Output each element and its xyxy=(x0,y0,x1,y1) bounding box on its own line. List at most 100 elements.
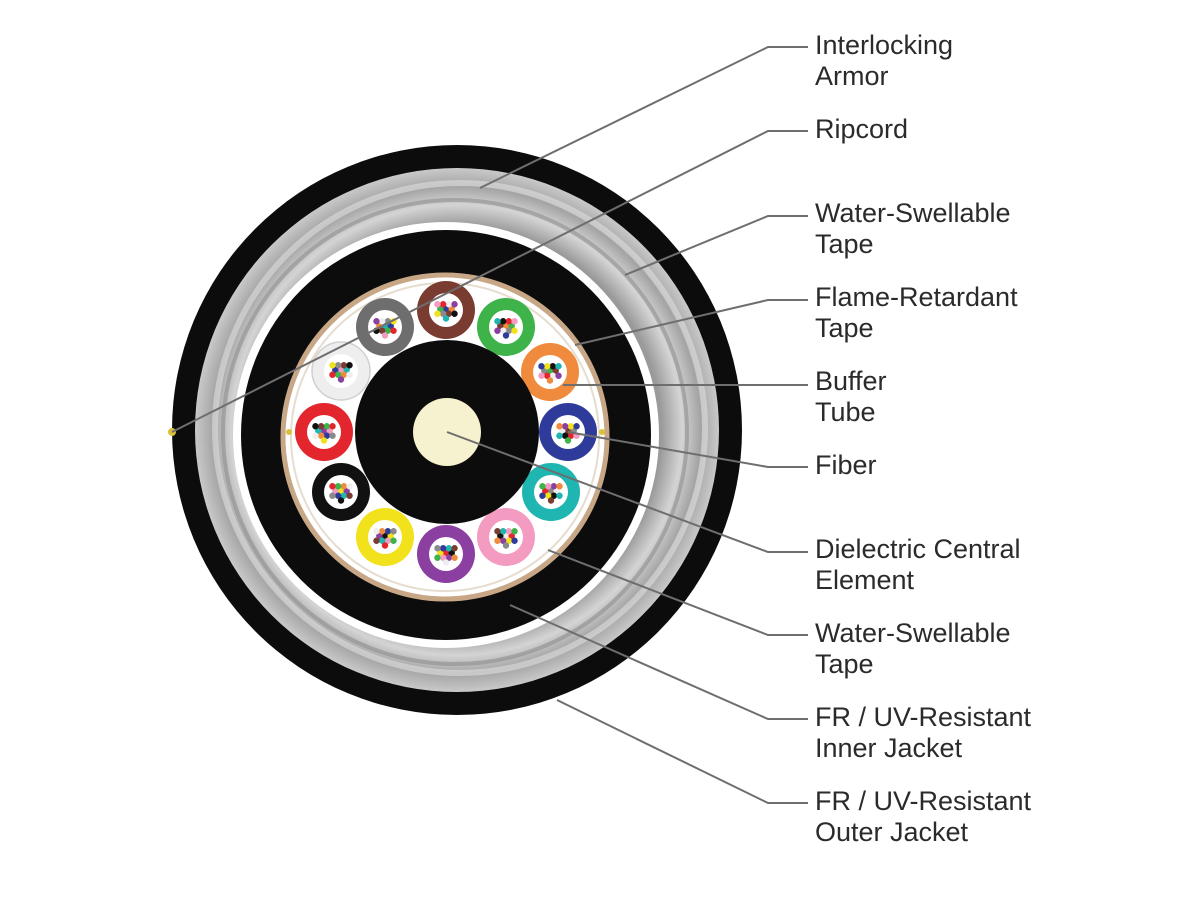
fiber-strand xyxy=(332,487,339,495)
fiber-strand xyxy=(340,371,348,378)
fiber-strand xyxy=(378,537,386,544)
leader-line-armor xyxy=(479,46,808,189)
fiber-strand xyxy=(505,318,513,325)
label-fiber: Fiber xyxy=(815,450,877,480)
buffer-tube-black xyxy=(312,463,370,521)
buffer-tube-green xyxy=(477,298,535,356)
ripcord xyxy=(599,429,605,435)
fiber-strand xyxy=(499,318,507,325)
fiber-strand xyxy=(511,318,518,325)
fiber-strand xyxy=(326,427,333,435)
fiber-strand xyxy=(561,432,569,439)
fiber-strand xyxy=(555,372,562,379)
fiber-strand xyxy=(317,432,325,439)
fiber-strand xyxy=(346,483,353,490)
fiber-strand xyxy=(451,554,458,561)
fiber-strand xyxy=(320,437,328,444)
label-line: Buffer xyxy=(815,366,887,396)
label-line: Armor xyxy=(815,61,889,91)
fiber-strand xyxy=(542,487,549,495)
fiber-strand xyxy=(547,497,555,504)
fiber-strand xyxy=(329,371,336,378)
fiber-strand xyxy=(546,377,554,384)
fiber-strand xyxy=(561,423,569,430)
fiber-strand xyxy=(505,327,513,334)
fiber-strand xyxy=(502,542,510,549)
fiber-strand xyxy=(511,327,518,334)
fiber-strand xyxy=(343,366,350,374)
fiber-strand xyxy=(439,310,447,317)
armor-ridge xyxy=(221,198,689,666)
fiber-strand xyxy=(556,483,563,490)
fiber-strand xyxy=(337,366,345,374)
fiber-strand xyxy=(317,423,325,430)
leader-line-inner-jacket xyxy=(509,604,808,720)
fiber-strand xyxy=(334,371,342,378)
fiber-strand xyxy=(439,301,447,308)
fiber-strand xyxy=(448,549,455,557)
fiber-strand xyxy=(573,423,580,430)
fiber-strand xyxy=(312,432,319,439)
label-line: Interlocking xyxy=(815,30,953,60)
fiber-strand xyxy=(334,492,342,499)
cable-cross-section xyxy=(168,145,742,715)
fiber-strand xyxy=(499,528,507,535)
label-line: FR / UV-Resistant xyxy=(815,702,1032,732)
fiber-strand xyxy=(434,310,441,317)
buffer-tubes-ring xyxy=(295,281,597,583)
fiber-strand xyxy=(553,487,560,495)
fiber-strand xyxy=(564,437,572,444)
label-line: Fiber xyxy=(815,450,877,480)
fiber-strand xyxy=(334,362,342,369)
fiber-strand xyxy=(337,376,345,383)
fiber-strand xyxy=(567,423,575,430)
leader-line-ripcord xyxy=(171,130,808,433)
fiber-strand xyxy=(437,305,444,313)
fiber-strand xyxy=(448,305,455,313)
fiber-strand xyxy=(323,423,331,430)
buffer-tube-violet xyxy=(417,525,475,583)
fiber-strand xyxy=(539,483,546,490)
ripcord xyxy=(286,429,292,435)
fiber-strand xyxy=(387,322,394,330)
leader-line-fiber xyxy=(567,431,808,468)
fiber-strand xyxy=(378,528,386,535)
fiber-strand xyxy=(445,545,453,552)
fiber-strand xyxy=(451,545,458,552)
fiber-strand xyxy=(346,371,353,378)
buffer-tube-aqua xyxy=(522,463,580,521)
fiber-strand xyxy=(312,423,319,430)
fiber-strand xyxy=(437,549,444,557)
fiber-strand xyxy=(378,318,386,325)
fiber-strand xyxy=(505,528,513,535)
fiber-strand xyxy=(373,318,380,325)
fiber-strand xyxy=(497,532,504,540)
fiber-strand xyxy=(323,432,331,439)
fiber-strand xyxy=(555,363,562,370)
fiber-strand xyxy=(511,537,518,544)
fiber-strand xyxy=(434,554,441,561)
leader-line-water-swellable-tape-outer xyxy=(624,215,808,276)
leader-line-flame-retardant-tape xyxy=(574,299,808,346)
label-line: Water-Swellable xyxy=(815,198,1011,228)
fiber-strand xyxy=(494,318,501,325)
fiber-strand xyxy=(373,537,380,544)
fiber-strand xyxy=(544,483,552,490)
fiber-strand xyxy=(499,327,507,334)
fiber-strand xyxy=(445,301,453,308)
fiber-strand xyxy=(508,322,515,330)
buffer-tube-slate xyxy=(356,298,414,356)
fiber-strand xyxy=(340,483,348,490)
label-line: Flame-Retardant xyxy=(815,282,1018,312)
fiber-strand xyxy=(343,487,350,495)
fiber-strand xyxy=(320,427,328,435)
fiber-strand xyxy=(434,301,441,308)
fiber-strand xyxy=(550,492,558,499)
fiber-strand xyxy=(381,332,389,339)
